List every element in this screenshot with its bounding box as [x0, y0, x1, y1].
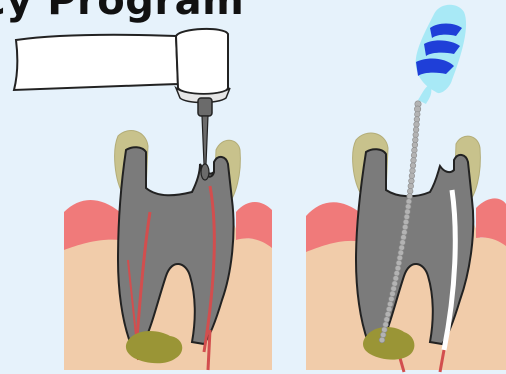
- file-bead: [394, 271, 400, 277]
- file-bead: [411, 153, 417, 159]
- right-panel: [306, 133, 506, 372]
- canal-left-4: [208, 330, 210, 370]
- file-bead: [380, 332, 386, 338]
- file-bead: [400, 240, 406, 246]
- file-bead: [395, 265, 401, 271]
- file-bead: [413, 137, 419, 143]
- file-bead: [414, 122, 420, 128]
- file-bead: [387, 301, 393, 307]
- file-bead: [408, 183, 414, 189]
- file-bead: [379, 337, 385, 343]
- file-bead: [398, 250, 404, 256]
- file-bead: [413, 132, 419, 138]
- file-bead: [402, 224, 408, 230]
- file-bead: [410, 168, 416, 174]
- file-bead: [392, 281, 398, 287]
- file-bead: [404, 214, 410, 220]
- file-bead: [383, 322, 389, 328]
- file-bead: [406, 199, 412, 205]
- file-bead: [405, 209, 411, 215]
- file-bead: [391, 286, 397, 292]
- file-bead: [389, 296, 395, 302]
- file-bead: [397, 255, 403, 261]
- file-bead: [415, 112, 421, 118]
- file-bead: [396, 260, 402, 266]
- file-bead: [382, 327, 388, 333]
- file-bead: [409, 173, 415, 179]
- file-bead: [401, 235, 407, 241]
- file-bead: [413, 127, 419, 133]
- file-bead: [410, 163, 416, 169]
- file-bead: [409, 178, 415, 184]
- file-bead: [403, 219, 409, 225]
- file-bead: [411, 158, 417, 164]
- file-bead: [402, 230, 408, 236]
- file-bead: [393, 276, 399, 282]
- file-bead: [386, 306, 392, 312]
- file-bead: [385, 312, 391, 318]
- file-bead: [390, 291, 396, 297]
- left-panel: [64, 131, 272, 370]
- file-bead: [384, 317, 390, 323]
- file-bead: [412, 147, 418, 153]
- file-bead: [405, 204, 411, 210]
- file-bead: [414, 117, 420, 123]
- file-bead: [407, 188, 413, 194]
- file-bead: [412, 142, 418, 148]
- file-bead: [399, 245, 405, 251]
- file-bead: [407, 194, 413, 200]
